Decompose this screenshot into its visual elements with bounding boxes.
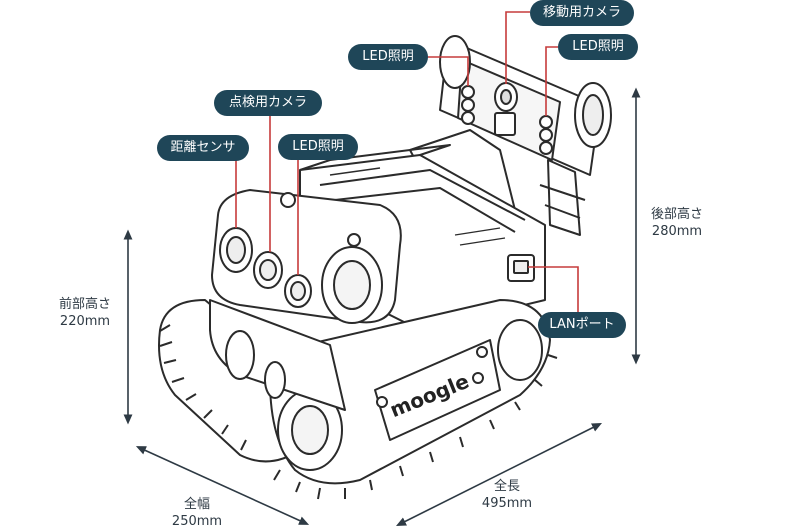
label-led-light-right: LED照明 [558,34,638,60]
robot-illustration [158,35,612,500]
label-inspection-camera: 点検用カメラ [214,90,322,116]
dim-total-length: 全長 495mm [470,478,544,512]
dim-total-length-name: 全長 [493,479,520,494]
label-led-light-left: LED照明 [348,44,428,70]
leader-led-right [545,46,558,116]
dim-total-width-value: 250mm [171,514,223,529]
leader-move-camera [505,11,530,84]
dim-total-length-value: 495mm [481,496,533,511]
leader-led-left [427,56,469,86]
leader-lines [235,11,579,312]
dim-line-total-length [395,422,603,527]
dim-rear-height-name: 後部高さ [650,207,703,222]
dim-rear-height: 後部高さ 280mm [640,206,714,240]
rear-led-right [539,115,553,155]
dim-total-width-name: 全幅 [183,497,210,512]
dimension-lines [123,87,641,527]
dim-front-height-value: 220mm [59,314,111,329]
side-panel [374,339,501,441]
label-lan-port: LANポート [538,312,626,338]
leader-lan-port [528,266,579,312]
dim-total-width: 全幅 250mm [160,496,234,530]
front-sensor-head [211,189,402,324]
dim-rear-height-value: 280mm [651,224,703,239]
label-move-camera: 移動用カメラ [530,0,634,26]
dim-front-height: 前部高さ 220mm [48,296,122,330]
rear-led-left [461,85,475,125]
label-distance-sensor: 距離センサ [157,135,249,161]
front-chassis [209,299,346,411]
dim-front-height-name: 前部高さ [58,297,111,312]
label-led-light-front: LED照明 [278,134,358,160]
dim-line-total-width [135,446,310,525]
